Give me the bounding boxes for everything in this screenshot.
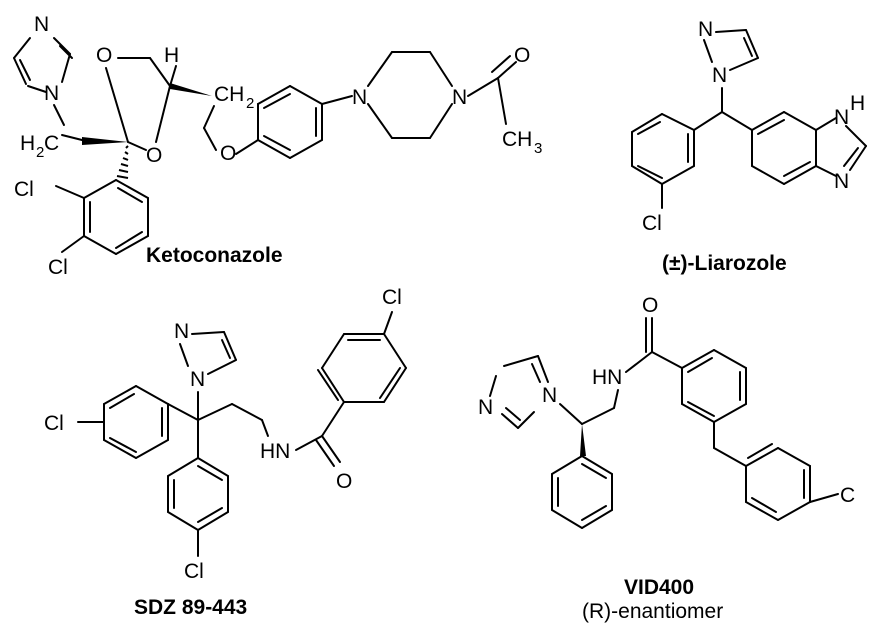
molecule-sdz-89-443: N N Cl bbox=[44, 286, 407, 619]
atom-cl-aryl-top: Cl bbox=[14, 178, 34, 201]
atom-vid-n-attach: N bbox=[542, 384, 557, 407]
caption-vid400: VID400 bbox=[624, 576, 694, 599]
atom-n-ring-top: N bbox=[34, 13, 49, 36]
atom-liarozole-nh-n: N bbox=[834, 106, 849, 129]
atom-liarozole-n-benz: N bbox=[834, 170, 849, 193]
atom-n-piperazine-right: N bbox=[452, 86, 467, 109]
atom-ch3-sub: 3 bbox=[534, 140, 542, 157]
liarozole-chlorophenyl bbox=[631, 113, 695, 209]
atom-n-piperazine-left: N bbox=[352, 86, 367, 109]
atom-liarozole-cl: Cl bbox=[642, 212, 662, 235]
sdz-chlorophenyl-bottom bbox=[167, 419, 229, 557]
atom-vid-hn: HN bbox=[592, 366, 622, 389]
sdz-chlorophenyl-left bbox=[77, 385, 199, 459]
molecule-ketoconazole: N N H 2 C O O H CH 2 bbox=[13, 13, 542, 279]
atom-liarozole-n-attach: N bbox=[712, 64, 727, 87]
atom-o-dioxolane-top: O bbox=[96, 44, 112, 67]
vid-phenylene-1 bbox=[681, 349, 747, 449]
caption-vid400-subtitle: (R)-enantiomer bbox=[582, 600, 723, 623]
atom-n-ring-attach: N bbox=[44, 82, 59, 105]
atom-h2c-left-c: C bbox=[44, 132, 59, 155]
caption-ketoconazole: Ketoconazole bbox=[146, 244, 283, 267]
dichlorophenyl-ring bbox=[55, 179, 149, 255]
vid-phenyl bbox=[551, 455, 613, 529]
liarozole-imidazole bbox=[703, 29, 759, 71]
atom-vid-n-left: N bbox=[478, 396, 493, 419]
liarozole-benzimidazole bbox=[751, 111, 867, 185]
atom-o-carbonyl: O bbox=[514, 44, 530, 67]
atom-sdz-o-carbonyl: O bbox=[336, 470, 352, 493]
atom-sdz-n-attach: N bbox=[190, 368, 205, 391]
atom-sdz-cl-bottom: Cl bbox=[184, 560, 204, 583]
atom-h-stereo: H bbox=[164, 44, 179, 67]
atom-o-ether: O bbox=[220, 142, 236, 165]
atom-sdz-cl-left: Cl bbox=[44, 412, 64, 435]
vid-imidazole bbox=[489, 355, 549, 429]
atom-cl-aryl-bottom: Cl bbox=[48, 256, 68, 279]
atom-h2c-left-h: H bbox=[20, 132, 35, 155]
atom-ch2-right-sub: 2 bbox=[246, 95, 254, 112]
molecule-vid400: N N HN O bbox=[478, 294, 855, 623]
sdz-imidazole bbox=[179, 331, 237, 375]
atom-sdz-cl-top: Cl bbox=[382, 286, 402, 309]
molecule-liarozole: N N Cl bbox=[631, 18, 867, 275]
atom-vid-cl-right: C bbox=[840, 484, 855, 507]
phenylene-ring bbox=[257, 85, 323, 159]
imidazole-ring bbox=[13, 37, 73, 93]
caption-liarozole: (±)-Liarozole bbox=[662, 252, 787, 275]
caption-sdz-89-443: SDZ 89-443 bbox=[134, 596, 247, 619]
atom-liarozole-n-top: N bbox=[698, 18, 713, 41]
atom-h2c-left-sub: 2 bbox=[36, 144, 44, 161]
atom-vid-o-carbonyl: O bbox=[642, 294, 658, 317]
atom-liarozole-nh-h: H bbox=[850, 92, 865, 115]
atom-sdz-hn: HN bbox=[260, 440, 290, 463]
atom-sdz-n-top: N bbox=[174, 320, 189, 343]
atom-ch3-c: CH bbox=[502, 128, 532, 151]
vid-phenylene-2 bbox=[713, 443, 839, 521]
sdz-chlorophenyl-top bbox=[317, 311, 407, 437]
atom-o-dioxolane-bottom: O bbox=[146, 144, 162, 167]
atom-ch2-right-c: CH bbox=[214, 83, 244, 106]
